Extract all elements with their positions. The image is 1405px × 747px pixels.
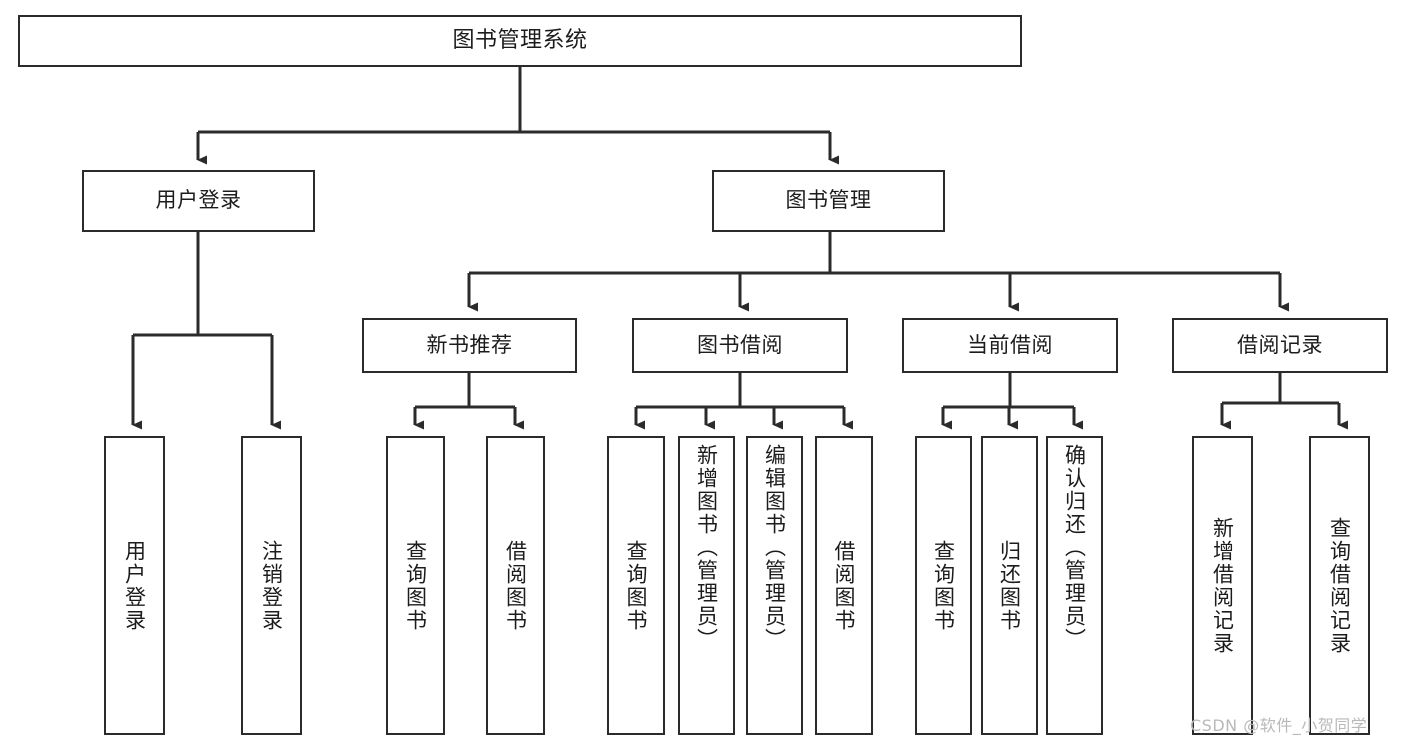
csdn-watermark: CSDN @软件_小贺同学 [1190,716,1368,735]
node-label: 查询图书 [624,539,649,632]
node-label: 新书推荐 [426,332,513,357]
node-label: 当前借阅 [967,332,1053,357]
node-label: 新增借阅记录 [1210,516,1235,655]
node-borrow-record[interactable]: 借阅记录 [1172,318,1388,373]
node-label: 注销登录 [259,539,284,632]
node-label: 查询图书 [403,539,428,632]
node-label: 图书管理 [785,188,872,213]
node-label: 查询图书 [931,539,956,632]
node-book-management[interactable]: 图书管理 [712,170,945,232]
node-label: 借阅记录 [1237,332,1323,357]
node-root-system[interactable]: 图书管理系统 [18,15,1022,67]
node-label: 图书借阅 [697,332,783,357]
leaf-borrow-book[interactable]: 借阅图书 [815,436,873,735]
leaf-return-book[interactable]: 归还图书 [981,436,1038,735]
node-book-borrow[interactable]: 图书借阅 [632,318,848,373]
leaf-confirm-return-admin[interactable]: 确认归还（管理员） [1046,436,1103,735]
leaf-query-book-current[interactable]: 查询图书 [915,436,972,735]
leaf-add-borrow-record[interactable]: 新增借阅记录 [1192,436,1253,735]
leaf-logout-login[interactable]: 注销登录 [241,436,302,735]
node-label: 编辑图书（管理员） [762,444,787,651]
leaf-add-book-admin[interactable]: 新增图书（管理员） [678,436,735,735]
node-label: 用户登录 [122,539,147,632]
node-label: 新增图书（管理员） [694,444,719,651]
node-label: 借阅图书 [503,539,528,632]
node-label: 确认归还（管理员） [1062,444,1087,651]
node-new-book-recommend[interactable]: 新书推荐 [362,318,577,373]
node-label: 用户登录 [155,188,242,213]
leaf-borrow-book-recommend[interactable]: 借阅图书 [486,436,545,735]
node-current-borrow[interactable]: 当前借阅 [902,318,1118,373]
leaf-edit-book-admin[interactable]: 编辑图书（管理员） [746,436,803,735]
node-label: 图书管理系统 [452,27,588,53]
leaf-query-book-recommend[interactable]: 查询图书 [386,436,445,735]
leaf-query-book[interactable]: 查询图书 [607,436,665,735]
node-label: 查询借阅记录 [1327,516,1352,655]
leaf-user-login[interactable]: 用户登录 [104,436,165,735]
node-user-login[interactable]: 用户登录 [82,170,315,232]
node-label: 归还图书 [997,539,1022,632]
node-label: 借阅图书 [832,539,857,632]
leaf-query-borrow-record[interactable]: 查询借阅记录 [1309,436,1370,735]
